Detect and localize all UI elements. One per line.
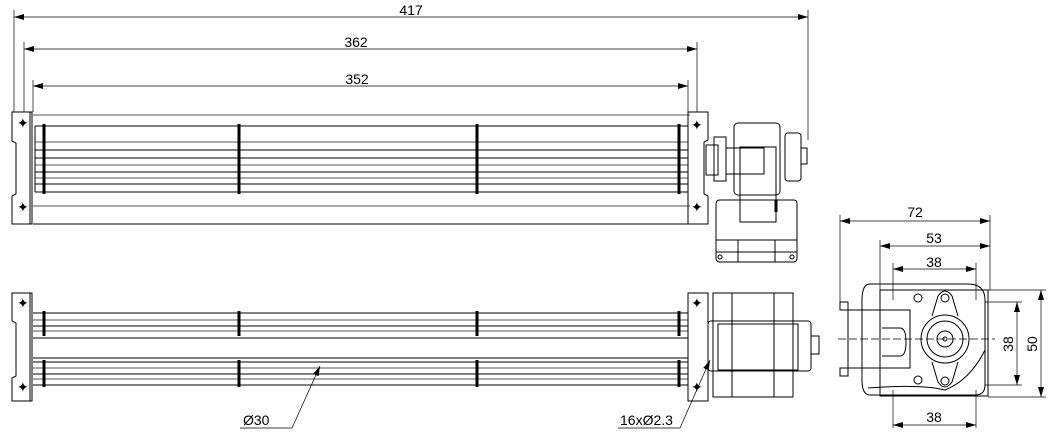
svg-text:✦: ✦ <box>691 117 703 133</box>
dimension-bracket-length: 362 <box>23 34 698 112</box>
dimension-label: 72 <box>907 204 923 220</box>
svg-text:✦: ✦ <box>17 379 29 395</box>
svg-text:✦: ✦ <box>17 199 29 215</box>
dimension-label: 53 <box>926 230 942 246</box>
svg-text:✦: ✦ <box>691 199 703 215</box>
dimension-label: 38 <box>1000 336 1016 352</box>
svg-text:✦: ✦ <box>17 115 29 131</box>
dimension-side-height: 50 <box>988 289 1046 398</box>
top-view-motor <box>705 122 808 263</box>
dimension-overall-length: 417 <box>13 2 809 140</box>
svg-text:✦: ✦ <box>17 295 29 311</box>
bottom-view-motor <box>707 292 820 398</box>
side-view-motor <box>838 283 995 397</box>
dimension-side-hole-vertical: 38 <box>985 301 1022 386</box>
dimension-impeller-length: 352 <box>32 71 689 112</box>
callout-label: Ø30 <box>243 412 270 428</box>
dimension-side-hole-bottom: 38 <box>892 390 977 428</box>
dimension-label: 38 <box>926 409 942 425</box>
dimension-label: 38 <box>926 254 942 270</box>
dimension-label: 50 <box>1024 336 1040 352</box>
callout-holes: 16xØ2.3 <box>618 359 711 429</box>
callout-impeller-diameter: Ø30 <box>240 365 321 429</box>
svg-text:✦: ✦ <box>691 379 703 395</box>
svg-text:✦: ✦ <box>691 295 703 311</box>
dimension-side-hole-top: 38 <box>892 254 977 300</box>
bottom-view-blower: ✦ ✦ ✦ ✦ <box>11 292 709 402</box>
dimension-side-width: 72 <box>839 204 991 302</box>
dimension-label: 362 <box>344 34 368 50</box>
dimension-side-motor-width: 53 <box>879 230 990 290</box>
dimension-label: 417 <box>399 2 423 18</box>
top-view-blower: ✦ ✦ ✦ ✦ <box>11 111 709 225</box>
callout-label: 16xØ2.3 <box>620 412 673 428</box>
dimension-label: 352 <box>345 71 369 87</box>
